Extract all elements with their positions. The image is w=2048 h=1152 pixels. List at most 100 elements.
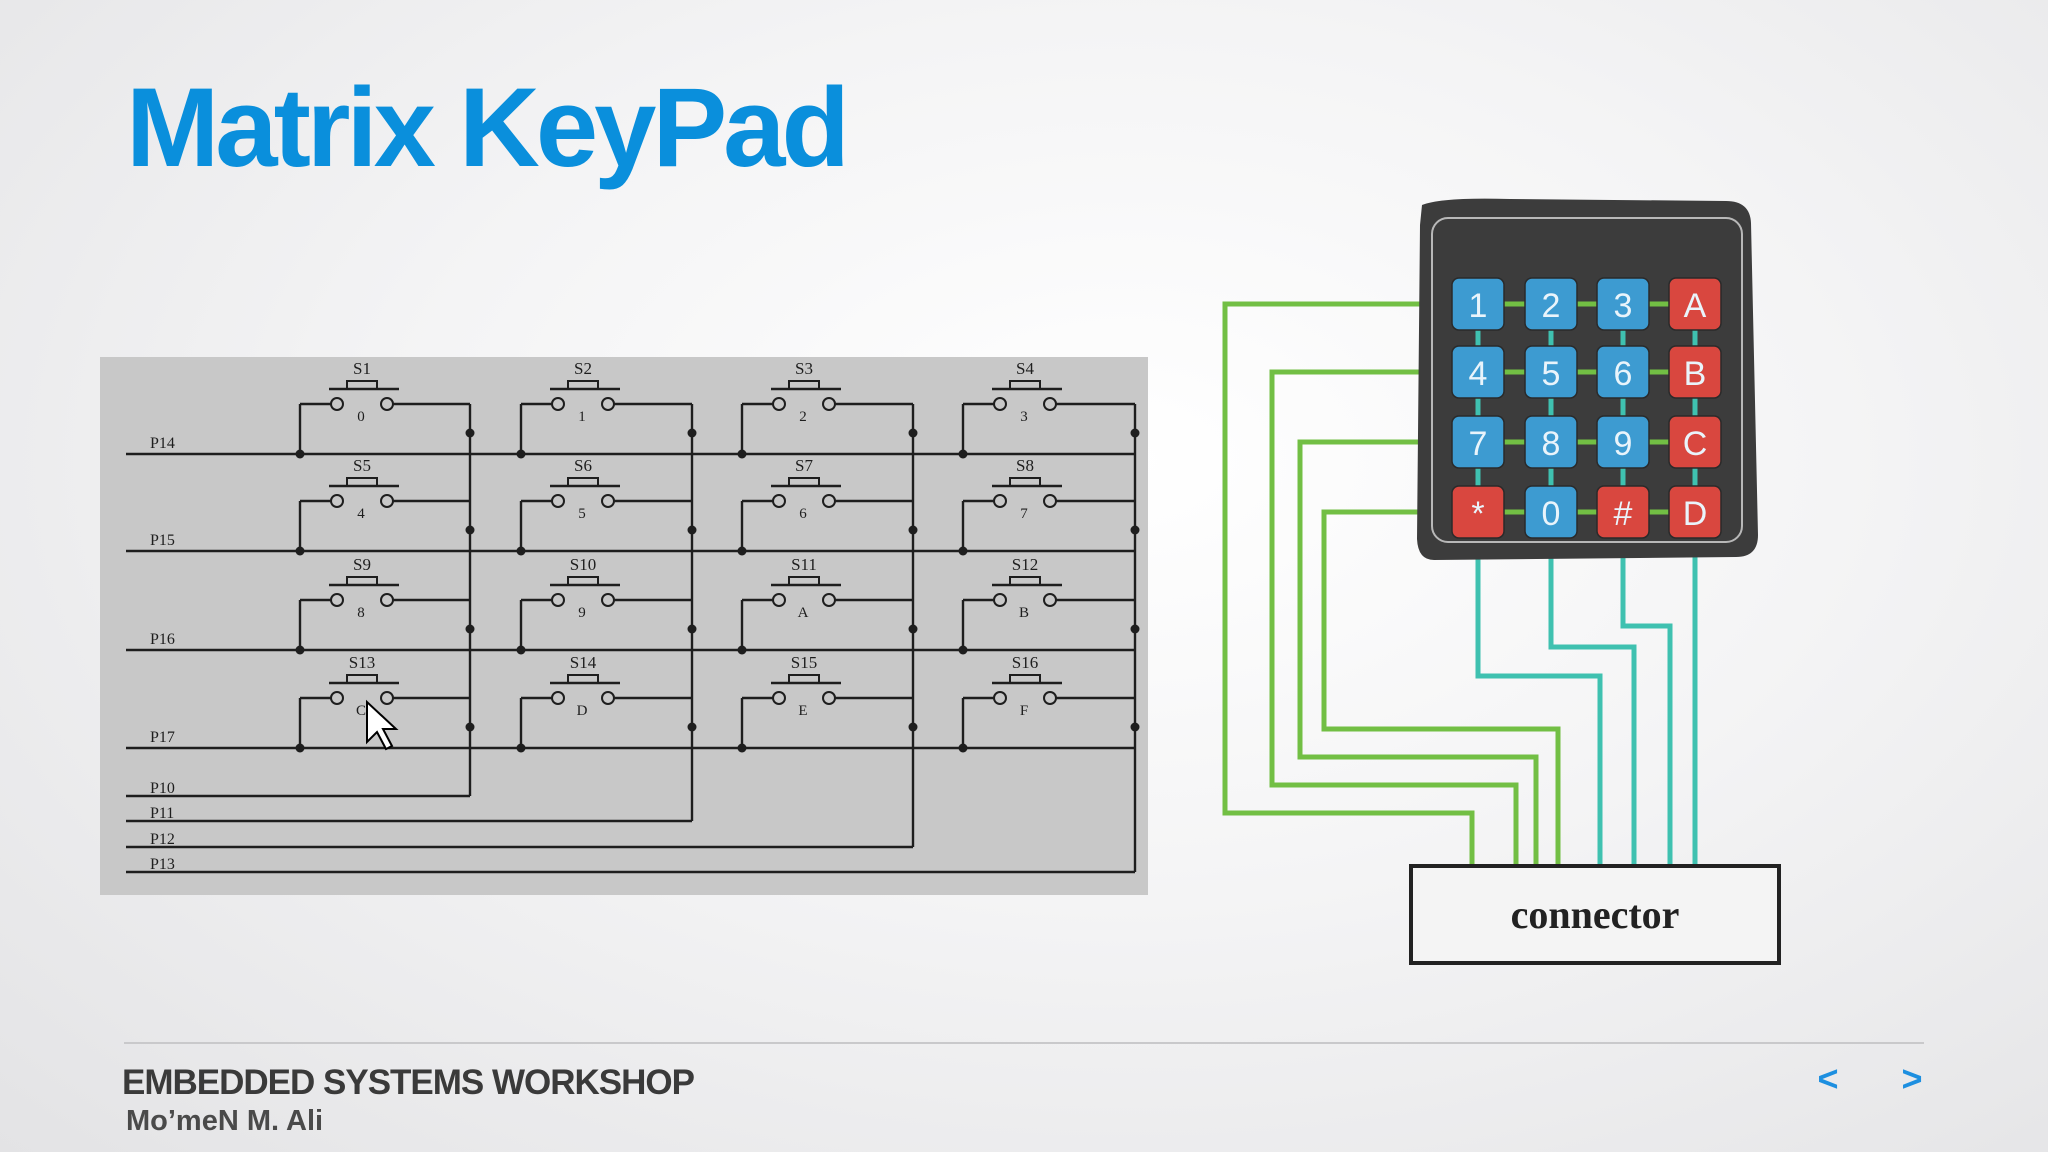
keypad-key: 8 — [1524, 415, 1578, 469]
switch-key: 3 — [1020, 409, 1028, 425]
junction-dot — [908, 624, 918, 634]
keypad-key: 4 — [1451, 345, 1505, 399]
switch-key: E — [798, 703, 807, 719]
key-cap — [1451, 277, 1505, 331]
switch-contact — [993, 494, 1007, 508]
switch-name: S2 — [574, 359, 592, 378]
switch-key: D — [577, 703, 588, 719]
switch-name: S13 — [349, 653, 375, 672]
switch-plunger — [346, 674, 378, 684]
switch: S4 3 — [958, 359, 1140, 459]
column-label: P10 — [150, 780, 175, 797]
slide-title: Matrix KeyPad — [126, 65, 850, 190]
switch-name: S9 — [353, 555, 371, 574]
switch-key: 0 — [357, 409, 365, 425]
keypad-key: 2 — [1524, 277, 1578, 331]
key-label: 4 — [1469, 355, 1488, 393]
switch-contact — [772, 593, 786, 607]
switch-contact — [380, 691, 394, 705]
key-label: 8 — [1542, 425, 1561, 463]
key-label: 7 — [1469, 425, 1488, 463]
switch: S54 — [295, 456, 475, 556]
switch-name: S6 — [574, 456, 592, 475]
key-cap — [1524, 345, 1578, 399]
junction-dot — [908, 722, 918, 732]
switch-name: S8 — [1016, 456, 1034, 475]
switch-contact — [380, 494, 394, 508]
column-wire — [1620, 538, 1673, 867]
junction-dot — [465, 525, 475, 535]
connector-label: connector — [1511, 892, 1680, 937]
switch-key: 4 — [357, 506, 365, 522]
switch-contact — [772, 691, 786, 705]
row-label: P16 — [150, 631, 175, 648]
key-label: # — [1614, 495, 1633, 533]
column-label: P12 — [150, 831, 175, 848]
junction-dot — [687, 525, 697, 535]
mouse-cursor-icon — [366, 699, 399, 751]
switch-contact — [330, 397, 344, 411]
switch-plunger — [788, 674, 820, 684]
column-label: P11 — [150, 805, 174, 822]
junction-dot — [737, 449, 747, 459]
switch: S8 7 — [958, 456, 1140, 556]
next-slide-button[interactable]: > — [1901, 1058, 1923, 1099]
switch-contact — [380, 397, 394, 411]
junction-dot — [465, 722, 475, 732]
switch-key: 2 — [799, 409, 807, 425]
row-wire — [1269, 369, 1519, 867]
key-label: A — [1684, 287, 1707, 325]
footer-workshop-title: EMBEDDED SYSTEMS WORKSHOP — [122, 1063, 695, 1102]
switch-contact — [1043, 494, 1057, 508]
switch-plunger — [567, 674, 599, 684]
keypad-key: D — [1668, 485, 1722, 539]
key-cap — [1596, 415, 1650, 469]
switch-name: S12 — [1012, 555, 1038, 574]
key-cap — [1451, 415, 1505, 469]
switch-key: A — [798, 605, 809, 621]
keypad-key: 7 — [1451, 415, 1505, 469]
switch-contact — [330, 593, 344, 607]
switch-contact — [551, 494, 565, 508]
key-cap — [1451, 485, 1505, 539]
switch: S98 — [295, 555, 475, 655]
key-cap — [1668, 345, 1722, 399]
key-label: 9 — [1614, 425, 1633, 463]
junction-dot — [516, 546, 526, 556]
row-label: P17 — [150, 729, 175, 746]
switch-contact — [601, 494, 615, 508]
key-cap — [1668, 277, 1722, 331]
keypad-key: 0 — [1524, 485, 1578, 539]
connector-box — [1409, 864, 1781, 965]
key-cap — [1524, 277, 1578, 331]
key-cap — [1524, 415, 1578, 469]
switch-contact — [380, 593, 394, 607]
switch-contact — [551, 593, 565, 607]
junction-dot — [295, 743, 305, 753]
previous-slide-button[interactable]: < — [1817, 1058, 1839, 1099]
switch-name: S4 — [1016, 359, 1034, 378]
switch-plunger — [788, 477, 820, 487]
switch-plunger — [567, 477, 599, 487]
switch-contact — [330, 494, 344, 508]
row-wire — [1321, 509, 1561, 867]
junction-dot — [516, 743, 526, 753]
key-label: 6 — [1614, 355, 1633, 393]
switch-key: 1 — [578, 409, 586, 425]
switch-contact — [551, 691, 565, 705]
row-label: P15 — [150, 532, 175, 549]
switch-key: 7 — [1020, 506, 1028, 522]
keypad-border — [1431, 217, 1743, 543]
junction-dot — [516, 449, 526, 459]
junction-dot — [295, 546, 305, 556]
junction-dot — [465, 428, 475, 438]
key-cap — [1668, 415, 1722, 469]
key-label: * — [1471, 495, 1484, 533]
junction-dot — [958, 645, 968, 655]
switch-name: S10 — [570, 555, 596, 574]
keypad-key: # — [1596, 485, 1650, 539]
